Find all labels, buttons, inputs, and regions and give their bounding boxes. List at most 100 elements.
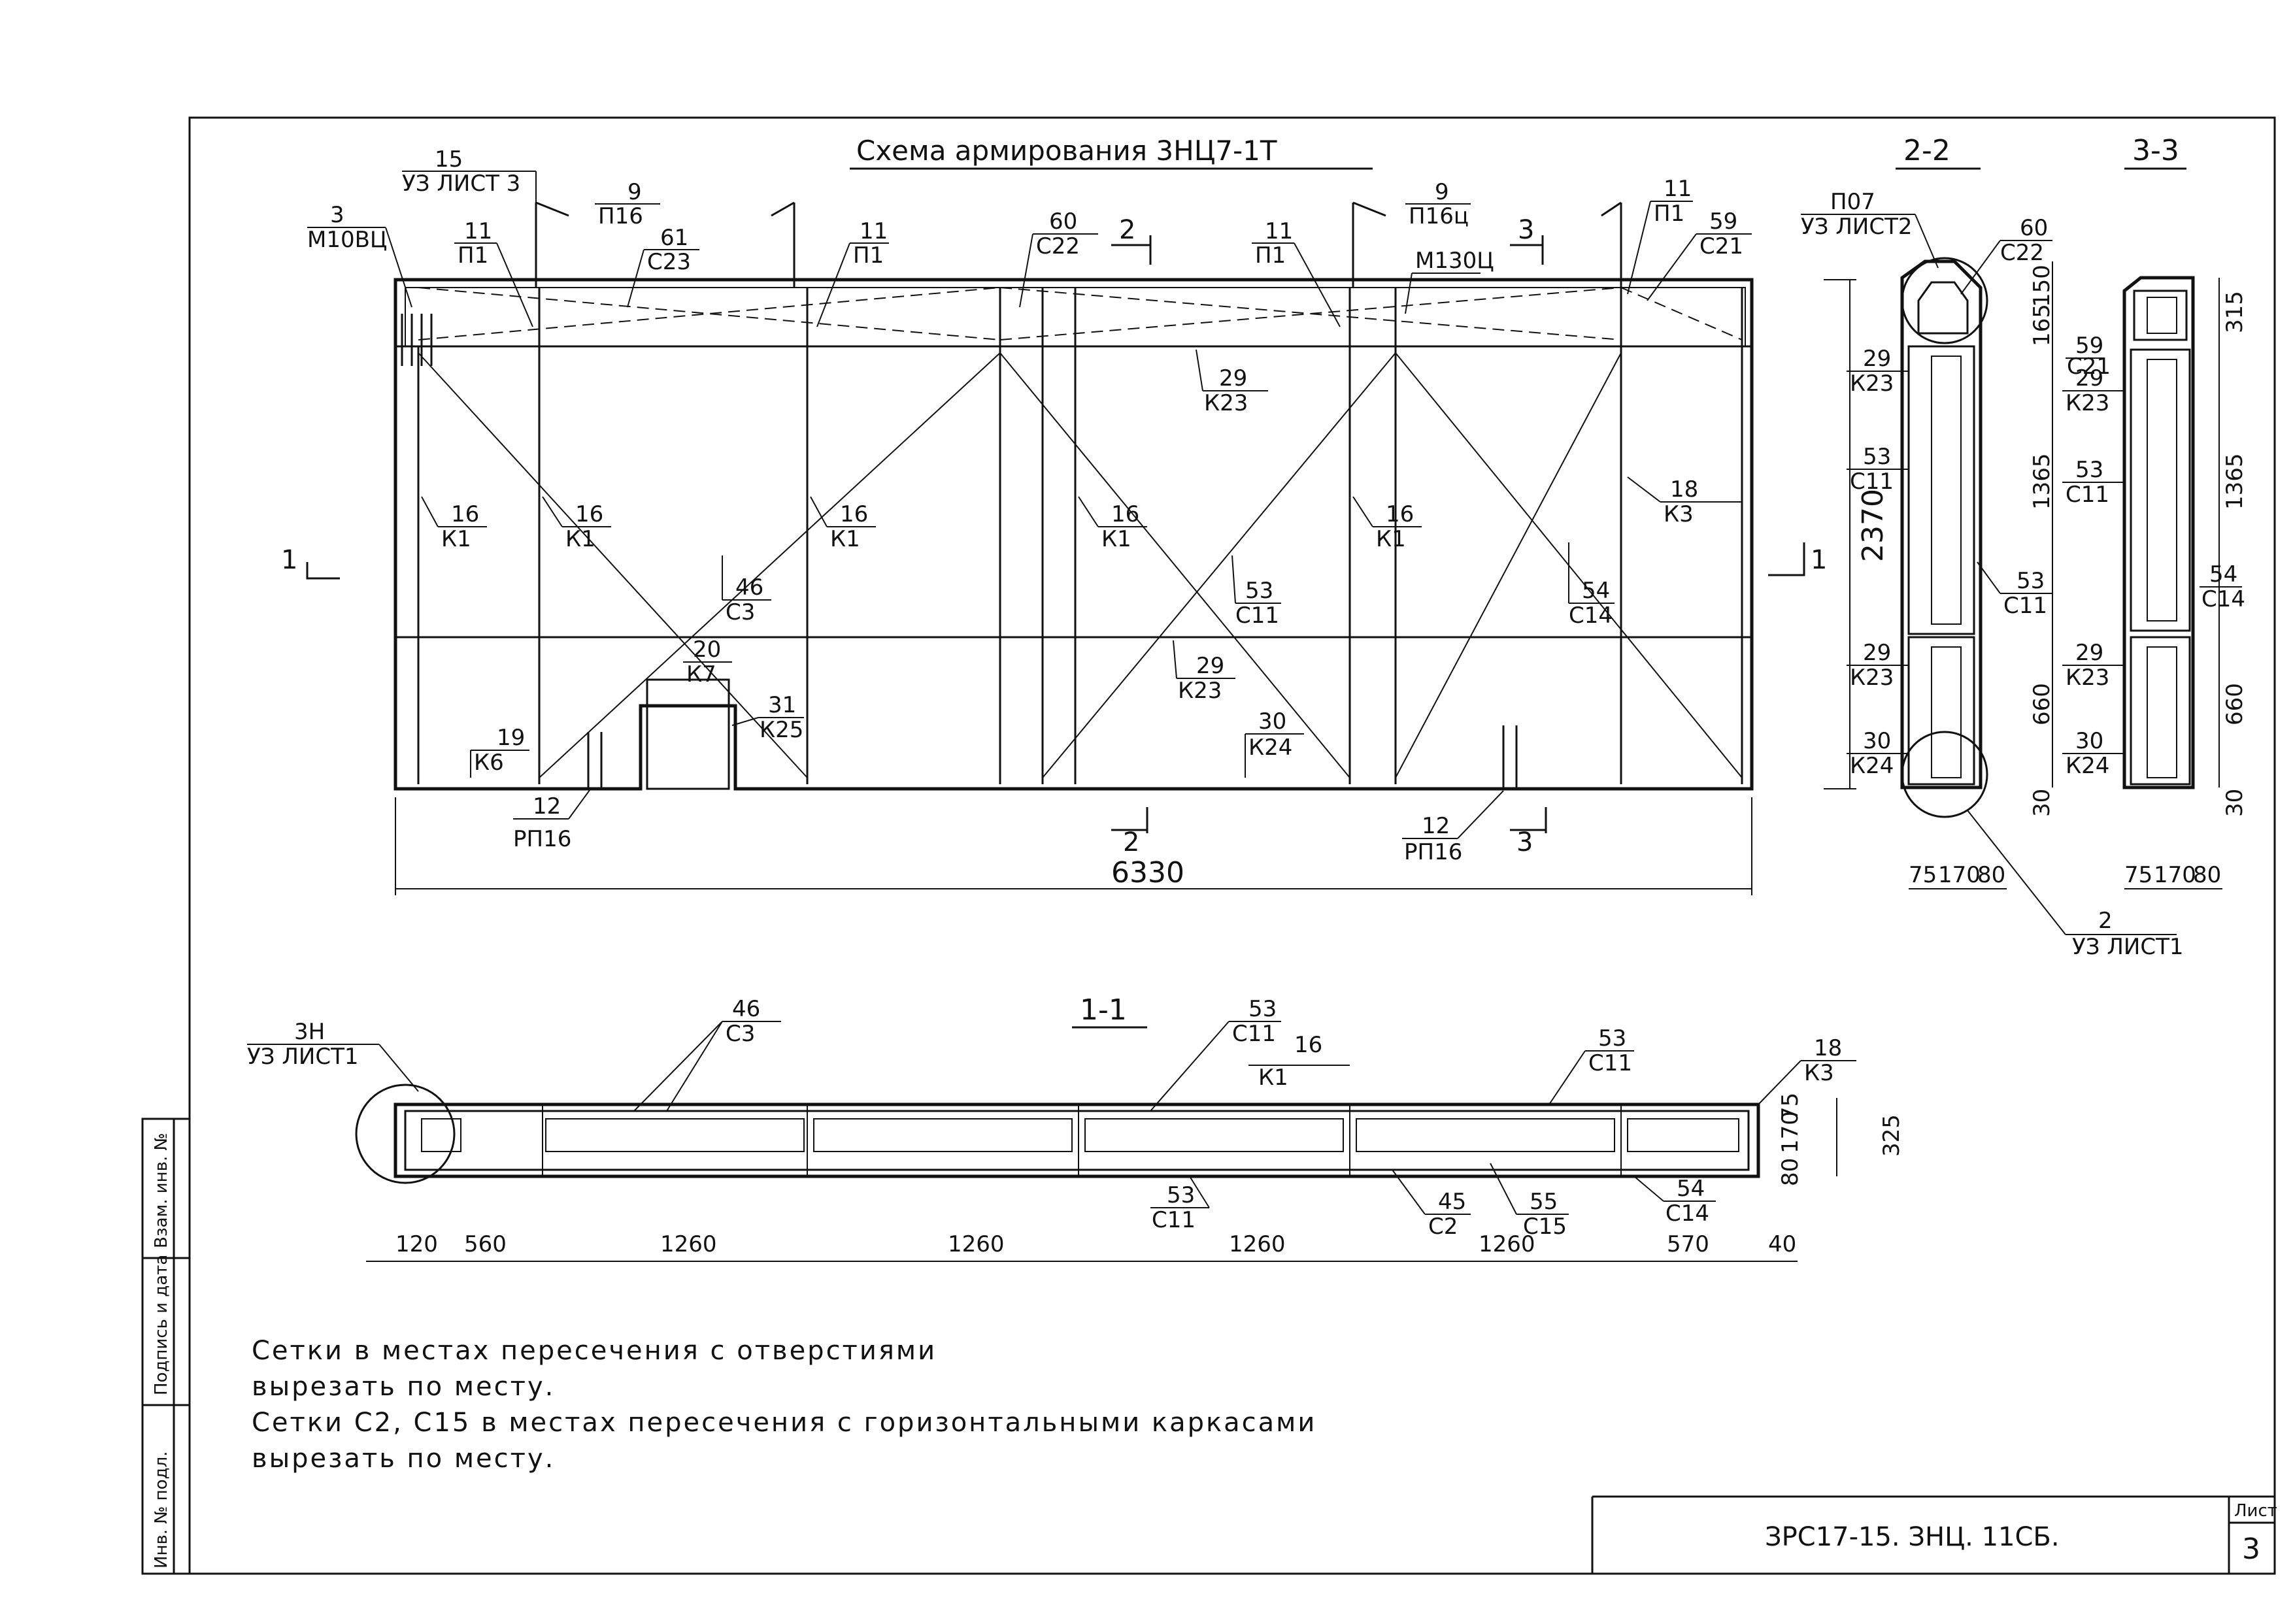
svg-text:М10ВЦ: М10ВЦ xyxy=(307,227,387,253)
svg-text:УЗ ЛИСТ 3: УЗ ЛИСТ 3 xyxy=(402,171,520,197)
svg-text:29: 29 xyxy=(1219,365,1247,391)
svg-text:30: 30 xyxy=(1863,728,1891,754)
svg-text:30: 30 xyxy=(2029,789,2055,817)
callout-54: 54 С14 xyxy=(1568,542,1615,629)
title-block: ЗРС17-15. ЗНЦ. 11СБ. Лист 3 xyxy=(1765,1501,2277,1566)
callout-30: 30 К24 xyxy=(1245,708,1304,778)
svg-text:29: 29 xyxy=(1863,346,1891,372)
svg-text:1260: 1260 xyxy=(1229,1231,1286,1257)
svg-text:59: 59 xyxy=(2075,333,2103,359)
svg-text:РП16: РП16 xyxy=(1404,839,1462,865)
sheet-number: 3 xyxy=(2242,1533,2260,1566)
callout-29b: 29 К23 xyxy=(1173,640,1235,704)
svg-text:29: 29 xyxy=(2075,365,2103,391)
svg-text:К24: К24 xyxy=(1850,753,1894,779)
svg-text:60: 60 xyxy=(2020,215,2048,241)
note-line-4: вырезать по месту. xyxy=(252,1444,555,1474)
svg-text:К23: К23 xyxy=(2066,390,2109,416)
svg-text:29: 29 xyxy=(2075,640,2103,666)
svg-text:УЗ ЛИСТ1: УЗ ЛИСТ1 xyxy=(247,1044,358,1070)
svg-text:С11: С11 xyxy=(1588,1050,1632,1076)
callout-31: 31 К25 xyxy=(731,692,804,743)
svg-text:К24: К24 xyxy=(1248,735,1292,761)
svg-text:18: 18 xyxy=(1814,1035,1842,1061)
note-line-1: Сетки в местах пересечения с отверстиями xyxy=(252,1336,937,1366)
svg-text:С3: С3 xyxy=(726,1021,755,1047)
svg-text:54: 54 xyxy=(1677,1176,1705,1202)
svg-text:53: 53 xyxy=(2075,457,2103,483)
svg-text:660: 660 xyxy=(2029,683,2055,725)
svg-text:С21: С21 xyxy=(1699,233,1743,259)
svg-text:С11: С11 xyxy=(2066,482,2109,508)
callout-9b: 9 П16ц xyxy=(1405,179,1471,229)
svg-text:53: 53 xyxy=(1598,1025,1626,1052)
svg-text:П16: П16 xyxy=(598,203,643,229)
svg-text:УЗ ЛИСТ2: УЗ ЛИСТ2 xyxy=(1801,214,1912,240)
svg-text:К1: К1 xyxy=(1376,526,1406,552)
callout-53: 53 С11 xyxy=(1231,555,1281,629)
svg-text:15: 15 xyxy=(435,146,463,173)
section-1-1-title: 1-1 xyxy=(1080,993,1127,1027)
svg-text:3Н: 3Н xyxy=(294,1019,325,1045)
svg-text:30: 30 xyxy=(2222,789,2248,817)
svg-text:К1: К1 xyxy=(830,526,860,552)
notes: Сетки в местах пересечения с отверстиями… xyxy=(252,1336,1314,1474)
svg-text:П07: П07 xyxy=(1830,189,1875,215)
note-line-2: вырезать по месту. xyxy=(252,1372,555,1402)
section-3-3-title: 3-3 xyxy=(2132,134,2179,167)
svg-text:К25: К25 xyxy=(760,717,803,743)
elevation-callouts: 15 УЗ ЛИСТ 3 3 М10ВЦ 9 П16 11 П1 61 С23 xyxy=(307,146,1752,865)
svg-text:К23: К23 xyxy=(1850,371,1894,397)
svg-text:30: 30 xyxy=(2075,728,2103,754)
svg-text:53: 53 xyxy=(1863,444,1891,470)
svg-text:19: 19 xyxy=(497,725,525,751)
svg-text:С22: С22 xyxy=(1036,233,1080,259)
cut-3-top: 3 xyxy=(1518,215,1534,245)
side-stamp-sign: Подпись и дата xyxy=(152,1255,171,1395)
svg-text:К23: К23 xyxy=(2066,665,2109,691)
cut-2-top: 2 xyxy=(1119,215,1135,245)
svg-text:54: 54 xyxy=(1582,578,1610,604)
callout-11d: 11 П1 xyxy=(1627,176,1693,295)
svg-text:К7: К7 xyxy=(686,661,716,688)
svg-text:С11: С11 xyxy=(1152,1207,1196,1233)
svg-text:С11: С11 xyxy=(1850,469,1894,495)
svg-text:К3: К3 xyxy=(1664,501,1694,527)
svg-text:М130Ц: М130Ц xyxy=(1415,248,1494,274)
section-1-1: 120 560 1260 1260 1260 1260 570 40 75 17… xyxy=(247,996,1905,1262)
cut-1-left: 1 xyxy=(281,545,297,575)
svg-text:80: 80 xyxy=(1777,1158,1803,1186)
svg-text:53: 53 xyxy=(1167,1182,1195,1208)
svg-text:150: 150 xyxy=(2029,265,2055,307)
svg-text:31: 31 xyxy=(768,692,796,718)
svg-text:П1: П1 xyxy=(853,242,884,269)
svg-text:29: 29 xyxy=(1863,640,1891,666)
side-stamp-inv: Инв. № подл. xyxy=(152,1451,171,1568)
callout-16c: 16 К1 xyxy=(810,496,876,552)
callout-15: 15 УЗ ЛИСТ 3 xyxy=(402,146,537,274)
callout-18: 18 К3 xyxy=(1627,476,1742,527)
svg-text:9: 9 xyxy=(628,179,642,205)
svg-text:К1: К1 xyxy=(565,526,595,552)
svg-text:2: 2 xyxy=(2098,908,2113,934)
svg-text:570: 570 xyxy=(1667,1231,1709,1257)
callout-m130: М130Ц xyxy=(1405,248,1494,314)
svg-text:60: 60 xyxy=(1049,208,1077,235)
svg-text:С14: С14 xyxy=(2201,586,2245,612)
svg-text:С23: С23 xyxy=(647,249,691,275)
dim-length: 6330 xyxy=(1111,856,1184,889)
svg-text:16: 16 xyxy=(575,501,603,527)
svg-text:К23: К23 xyxy=(1204,390,1248,416)
svg-text:С2: С2 xyxy=(1428,1214,1458,1240)
svg-text:С3: С3 xyxy=(726,599,755,625)
callout-9a: 9 П16 xyxy=(595,179,660,229)
svg-text:20: 20 xyxy=(693,637,721,663)
svg-text:120: 120 xyxy=(395,1231,438,1257)
svg-text:16: 16 xyxy=(451,501,479,527)
svg-text:УЗ ЛИСТ1: УЗ ЛИСТ1 xyxy=(2072,934,2183,960)
svg-text:61: 61 xyxy=(660,225,688,251)
svg-text:С22: С22 xyxy=(2000,240,2044,266)
svg-text:54: 54 xyxy=(2209,561,2237,588)
